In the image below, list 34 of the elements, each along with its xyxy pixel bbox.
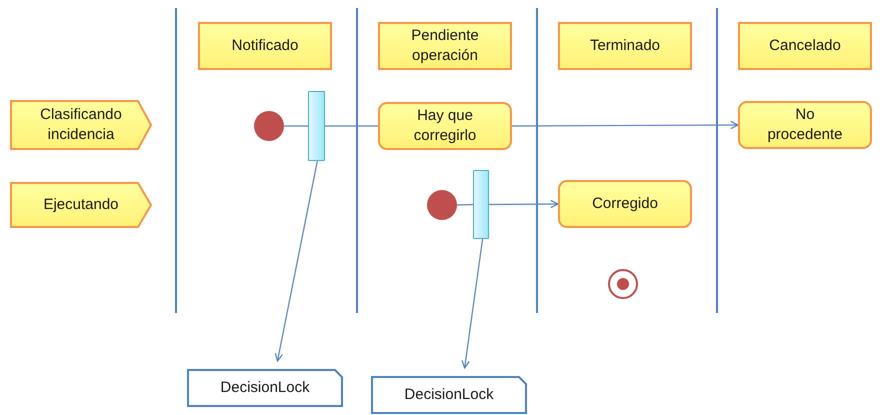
flow-line [284,125,308,127]
flow-arrow [274,160,318,362]
action-box [378,102,512,150]
flow-line [325,125,378,127]
state-box [198,22,332,70]
fork-bar [308,91,325,161]
fork-bar [473,170,489,239]
final-node [608,269,638,299]
node-label: DecisionLock [403,384,495,405]
action-box [558,180,692,228]
node-label: Terminado [588,36,662,56]
action-box [738,101,872,149]
lane-label-arrow [10,100,152,150]
flow-arrow [512,120,739,130]
note-box [187,369,343,407]
node-label: Hay que corregirlo [412,106,478,146]
node-label: No procedente [766,104,844,145]
flow-arrow [489,200,559,208]
state-box [378,22,512,70]
node-label: Notificado [230,36,300,56]
initial-node [254,111,284,141]
flow-line [456,204,474,206]
state-box [558,22,692,70]
node-label: Cancelado [768,36,842,56]
node-label: Clasificando incidencia [39,104,123,145]
flow-arrow [461,238,484,369]
node-label: DecisionLock [219,378,311,398]
lane-label-arrow [10,182,152,228]
node-label: Ejecutando [42,194,120,215]
state-box [738,22,872,70]
note-box [371,376,527,414]
node-label: Corregido [591,194,659,214]
node-label: Pendiente operación [410,26,480,66]
initial-node [427,190,457,220]
